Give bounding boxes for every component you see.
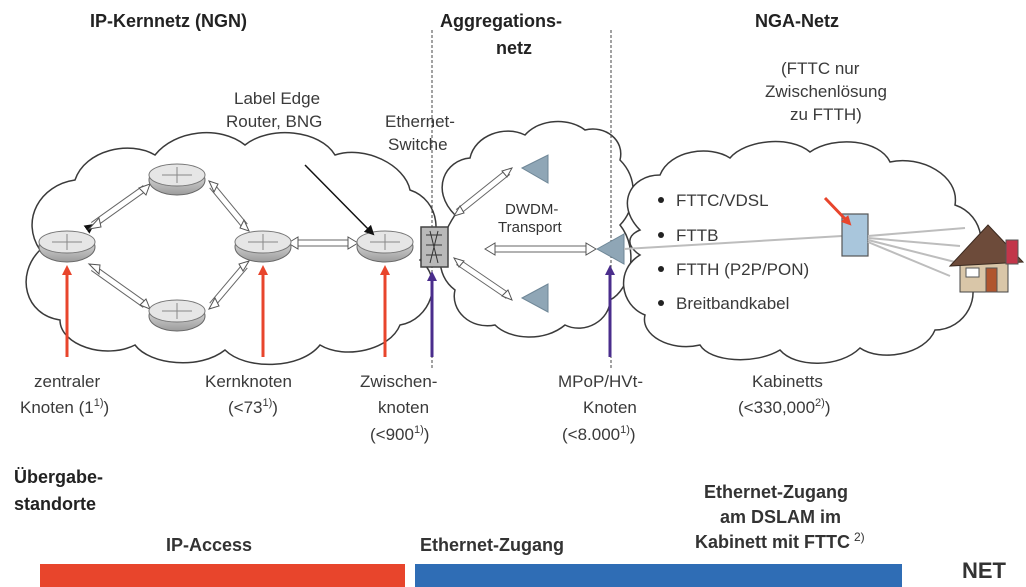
edge-router-label-line1: Label Edge [234,89,320,108]
dwdm-label-line2: Transport [498,219,562,236]
ip-access-bar [40,564,405,587]
header-aggregation-line2: netz [496,38,532,58]
label-cabinets-line1: Kabinetts [752,372,823,391]
link-switch-agg-bottom [456,259,510,299]
nga-note-line3: zu FTTH) [790,105,862,124]
label-central-line2: Knoten (11)) [20,397,109,417]
house-icon [948,224,1025,293]
label-intermediate-line3: (<9001)) [370,424,429,444]
link-arrowheads [87,167,597,310]
label-cabinets-line2: (<330,0002)) [738,397,831,417]
dslam-access-line1: Ethernet-Zugang [704,482,848,502]
core-links [83,169,590,308]
label-mpop-line3: (<8.0001)) [562,424,636,444]
link-switch-agg-top [455,169,511,215]
router-bottom [148,299,206,332]
label-mpop-line2: Knoten [583,398,637,417]
nga-note-line2: Zwischenlösung [765,82,887,101]
edge-router-callout-arrow [304,164,375,236]
router-top [148,163,206,196]
access-type-cable: Breitbandkabel [676,294,789,313]
mpop-nga-link [623,235,843,250]
link-top-core [209,183,248,229]
router-edge [356,230,414,263]
header-aggregation-line1: Aggregations- [440,11,562,31]
core-network-cloud [25,132,437,366]
handover-title-line2: standorte [14,494,96,514]
aggregation-node-bottom-icon [520,283,549,313]
router-core [234,230,292,263]
ethernet-access-bar [415,564,902,587]
dslam-access-line2: am DSLAM im [720,507,841,527]
nga-cloud [623,140,982,364]
link-central-bottom [90,265,148,308]
ip-access-label: IP-Access [166,535,252,555]
router-central [38,230,96,263]
handover-title-line1: Übergabe- [14,467,103,487]
access-type-ftth: FTTH (P2P/PON) [676,260,809,279]
ethernet-access-label: Ethernet-Zugang [420,535,564,555]
label-central-line1: zentraler [34,372,100,391]
label-intermediate-line1: Zwischen- [360,372,437,391]
access-type-fttb: FTTB [676,226,719,245]
label-intermediate-line2: knoten [378,398,429,417]
link-bottom-core [209,263,248,308]
cabinet-red-pointer [823,196,852,226]
edge-router-label-line2: Router, BNG [226,112,322,131]
dwdm-label-line1: DWDM- [505,201,558,218]
cabinet-fanout-lines [867,227,966,277]
access-type-list: FTTC/VDSL FTTB FTTH (P2P/PON) Breitbandk… [658,191,809,313]
header-core-network: IP-Kernnetz (NGN) [90,11,247,31]
ethernet-switch-label-line1: Ethernet- [385,112,455,131]
label-core-line2: (<731)) [228,397,278,417]
nga-note-line1: (FTTC nur [781,59,860,78]
net-logo: NET [962,558,1007,583]
aggregation-node-top-icon [520,154,549,184]
label-core-line1: Kernknoten [205,372,292,391]
ethernet-switch-label-line2: Switche [388,135,448,154]
link-central-top [83,185,148,234]
header-nga-network: NGA-Netz [755,11,839,31]
ethernet-switch-icon [420,226,449,268]
access-type-fttc: FTTC/VDSL [676,191,769,210]
label-mpop-line1: MPoP/HVt- [558,372,643,391]
